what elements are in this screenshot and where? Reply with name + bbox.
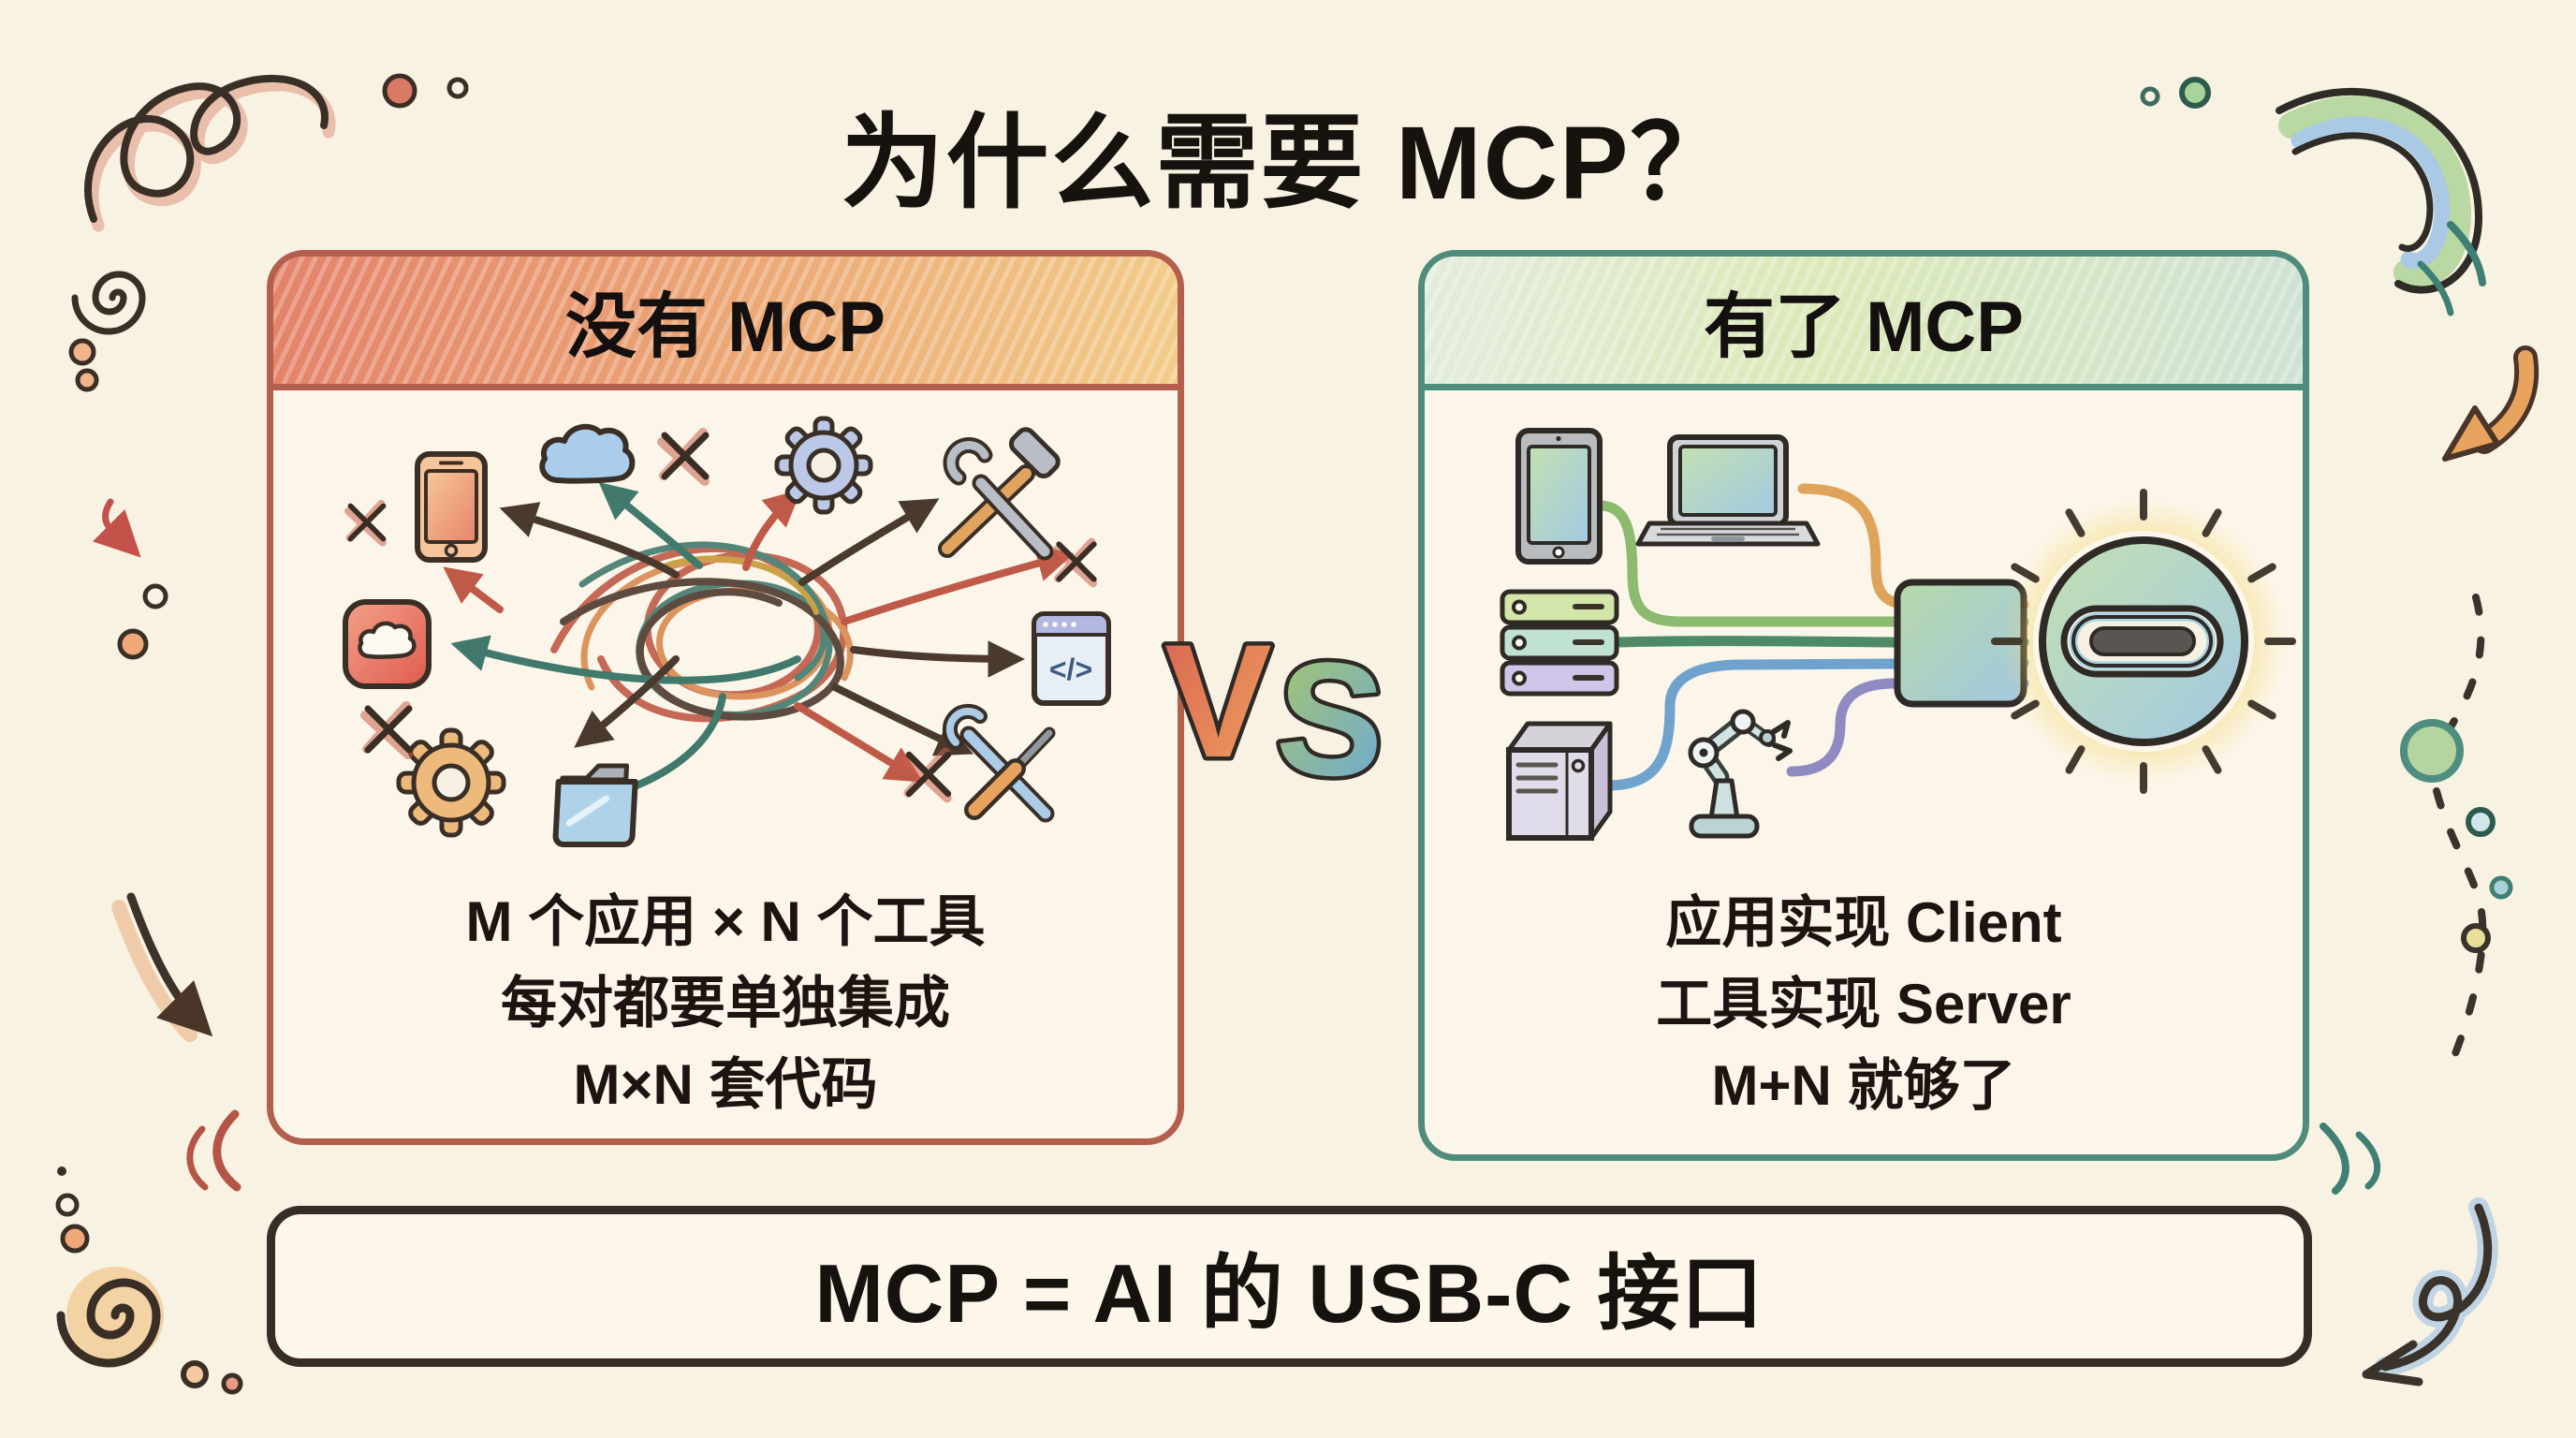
panel-with-mcp-title: 有了 MCP [1704, 287, 2024, 367]
laptop-icon [1635, 434, 1821, 547]
ring-icon [181, 1360, 209, 1388]
x-mark-icon [1057, 542, 1094, 583]
tablet-icon [1515, 428, 1603, 565]
panel-without-mcp: 没有 MCP [267, 250, 1184, 1145]
cloud-icon [539, 423, 636, 484]
without-mcp-illustration: </> [343, 416, 1111, 847]
caption-line: M×N 套代码 [573, 1053, 878, 1116]
x-mark-icon [662, 433, 706, 481]
robot-arm-icon [1688, 709, 1793, 839]
motion-arcs-icon [2417, 221, 2486, 316]
panel-without-mcp-header: 没有 MCP [273, 257, 1178, 390]
x-mark-icon [348, 504, 384, 543]
usb-c-port-icon [1991, 489, 2296, 794]
page-title: 为什么需要 MCP？ [841, 106, 1735, 221]
dot-icon [60, 1224, 90, 1254]
summary-banner: MCP = AI 的 USB-C 接口 [267, 1206, 2312, 1367]
orange-curved-arrow-icon [2442, 345, 2539, 462]
summary-banner-text: MCP = AI 的 USB-C 接口 [814, 1246, 1764, 1340]
ring-icon [142, 583, 168, 609]
panel-without-mcp-title: 没有 MCP [565, 287, 886, 367]
small-red-arrow-icon [92, 508, 141, 558]
tower-pc-icon [1506, 721, 1613, 841]
dot-icon [2489, 875, 2513, 900]
dot-icon [221, 1372, 243, 1395]
x-mark-icon [365, 706, 409, 755]
folder-icon [552, 763, 638, 847]
server-stack-icon [1500, 589, 1619, 697]
dot-icon [117, 628, 149, 660]
panel-with-mcp-header: 有了 MCP [1425, 257, 2303, 390]
big-spiral-doodle-icon [56, 1267, 164, 1368]
motion-arcs-icon [186, 1109, 242, 1192]
gear-icon [774, 416, 873, 515]
spiral-doodle-icon [71, 271, 146, 335]
with-mcp-caption: 应用实现 Client 工具实现 Server M+N 就够了 [1425, 882, 2303, 1126]
vs-letter-v: V [1164, 611, 1272, 791]
dot-icon [75, 368, 99, 392]
caption-line: 应用实现 Client [1665, 891, 2062, 954]
yellow-dot-icon [2461, 923, 2491, 953]
smartphone-icon [415, 451, 488, 563]
panel-with-mcp: 有了 MCP [1418, 250, 2309, 1161]
red-tick-icon [102, 498, 114, 529]
caption-line: M+N 就够了 [1711, 1054, 2016, 1117]
dot-icon [68, 338, 96, 366]
ring-icon [2466, 807, 2496, 837]
caption-line: M 个应用 × N 个工具 [465, 890, 986, 953]
code-window-icon: </> [1032, 611, 1111, 706]
with-mcp-illustration [1500, 428, 2296, 841]
ring-icon [55, 1193, 80, 1217]
green-circle-icon [2400, 719, 2464, 783]
tangle-scribble [550, 541, 854, 723]
hammer-wrench-icon [938, 427, 1061, 561]
code-glyph: </> [1049, 653, 1092, 686]
caption-line: 每对都要单独集成 [501, 972, 950, 1034]
orange-gear-icon [396, 727, 506, 838]
caption-line: 工具实现 Server [1656, 973, 2071, 1035]
curved-arrow-down-icon [111, 892, 213, 1042]
without-mcp-caption: M 个应用 × N 个工具 每对都要单独集成 M×N 套代码 [273, 881, 1178, 1125]
dashed-path-icon [2433, 594, 2487, 1060]
loop-arrow-icon [2362, 1197, 2498, 1387]
vs-divider: V S [1153, 609, 1415, 824]
tiny-dot-icon [57, 1167, 66, 1176]
app-cloud-icon [343, 599, 432, 689]
screwdriver-wrench-icon [942, 703, 1056, 823]
vs-letter-s: S [1272, 627, 1389, 813]
motion-arcs-icon [2320, 1123, 2381, 1195]
